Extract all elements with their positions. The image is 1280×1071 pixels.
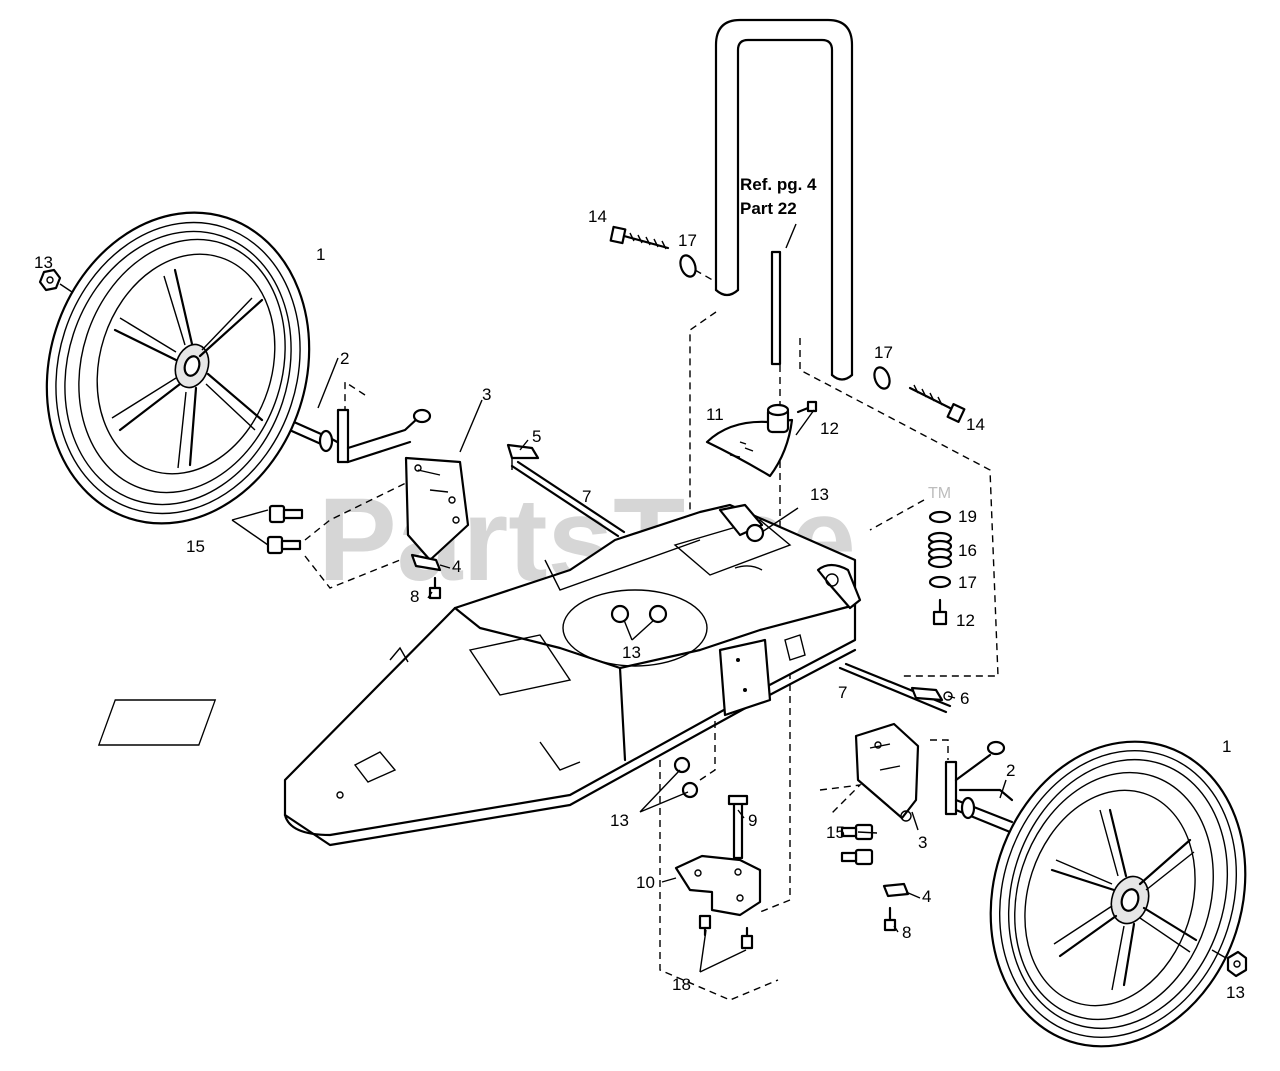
callout-bolt-right: 15 (826, 823, 845, 842)
bolt-handle-left (609, 225, 670, 250)
callout-axle-right: 2 (1006, 761, 1015, 780)
screw-pair (698, 914, 754, 950)
callout-plate: 10 (636, 873, 655, 892)
axle-right (944, 740, 1014, 834)
reference-note-line2: Part 22 (740, 199, 797, 218)
bolt-handle-right (908, 384, 966, 423)
callout-nut-deck-top: 13 (810, 485, 829, 504)
callout-screw-right: 8 (902, 923, 911, 942)
rod-left (510, 460, 626, 538)
nut-wheel-right (1211, 949, 1248, 978)
callout-wheel-right: 1 (1222, 737, 1231, 756)
reference-note-line1: Ref. pg. 4 (740, 175, 817, 194)
washer-right (873, 366, 891, 390)
nut-wheel-left (38, 268, 73, 293)
callout-height-plate: 11 (706, 405, 724, 424)
callout-spring-clip-right: 6 (960, 689, 969, 708)
callout-rod-left: 7 (582, 487, 591, 506)
watermark-trademark: TM (928, 485, 951, 502)
screw-left (428, 576, 442, 600)
spring (927, 531, 953, 569)
bolt-top (796, 400, 818, 414)
rod-right (838, 662, 952, 714)
callout-spring-clip-left: 5 (532, 427, 541, 446)
callout-nut-wheel-right: 13 (1226, 983, 1245, 1002)
nut-deck-bottom-b (681, 781, 699, 799)
callout-washer-left: 17 (678, 231, 697, 250)
height-adjuster-plate (705, 403, 794, 478)
callout-wheel-left: 1 (316, 245, 325, 264)
callout-bolt-handle-left: 14 (588, 207, 607, 226)
spring-clip-right (910, 686, 953, 702)
bracket-left (404, 456, 470, 562)
callout-bracket-left: 3 (482, 385, 491, 404)
pin (727, 794, 749, 860)
screw-right (883, 906, 897, 932)
callout-axle-left: 2 (340, 349, 349, 368)
callout-clip-left: 4 (452, 557, 461, 576)
callout-bracket-right: 3 (918, 833, 927, 852)
height-plate-assembly (674, 854, 762, 917)
nut-deck-center-b (648, 604, 668, 624)
callout-nut-deck-center: 13 (622, 643, 641, 662)
washer-stack (928, 575, 952, 589)
callout-washer-right: 17 (874, 343, 893, 362)
washer-top (928, 510, 952, 524)
callout-bolt-pair-left: 15 (186, 537, 205, 556)
callout-bolt-side: 12 (956, 611, 975, 630)
bracket-right (854, 722, 920, 822)
nut-deck-bottom-a (673, 756, 691, 774)
bolt-right (840, 823, 874, 866)
wheel-left (45, 211, 311, 525)
nut-deck-top (745, 507, 799, 543)
callout-nut-deck-bottom: 13 (610, 811, 629, 830)
callout-screw-pair: 18 (672, 975, 691, 994)
clip-left (410, 553, 442, 572)
bolt-side (932, 598, 948, 626)
washer-left (679, 254, 697, 278)
callout-washer-stack: 17 (958, 573, 977, 592)
callout-clip-right: 4 (922, 887, 931, 906)
reference-rod (770, 223, 797, 366)
callout-spring: 16 (958, 541, 977, 560)
engine-mount-opening (562, 589, 708, 667)
callout-washer-top: 19 (958, 507, 977, 526)
callout-bolt-handle-right: 14 (966, 415, 985, 434)
callout-pin: 9 (748, 811, 757, 830)
callout-bolt-top: 12 (820, 419, 839, 438)
callout-nut-wheel-left: 13 (34, 253, 53, 272)
callout-rod-right: 7 (838, 683, 847, 702)
clip-right (882, 882, 910, 898)
callout-screw-left: 8 (410, 587, 419, 606)
handle (714, 18, 854, 381)
axle-left (283, 408, 432, 464)
bolt-pair-left (266, 504, 304, 555)
spring-clip-left (506, 443, 540, 470)
nut-deck-center-a (610, 604, 630, 624)
wheel-right (989, 740, 1247, 1048)
